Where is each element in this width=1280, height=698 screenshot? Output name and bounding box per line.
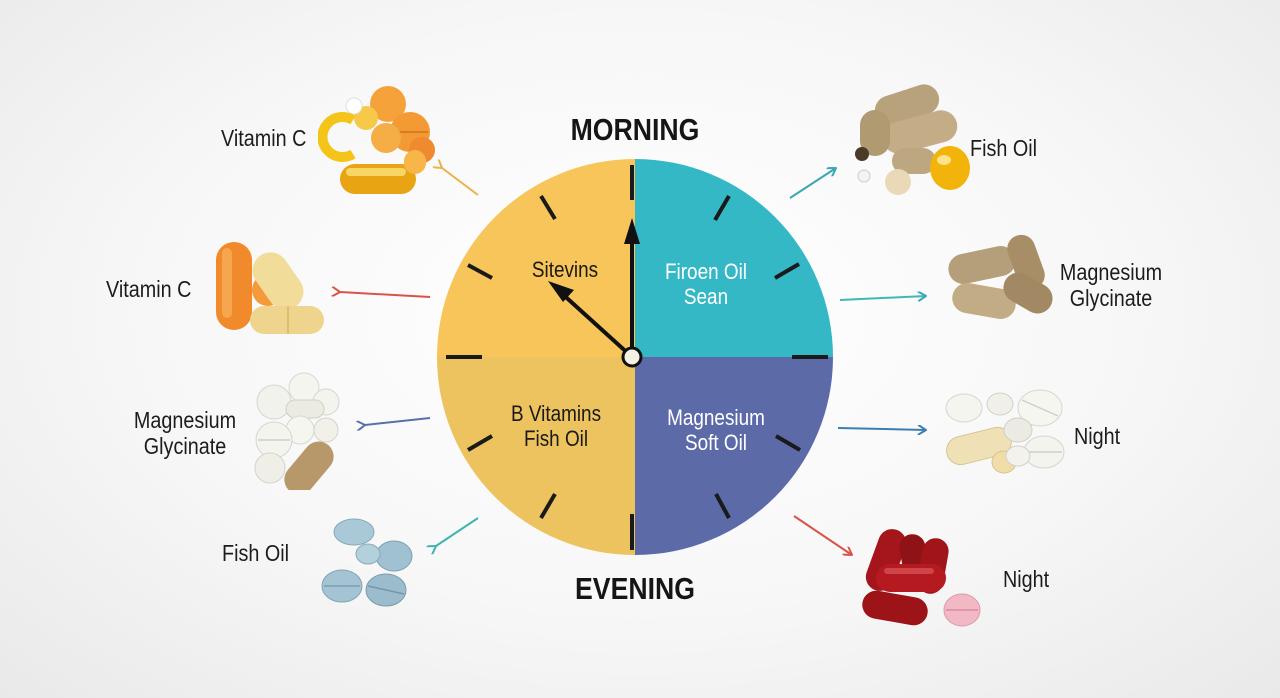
quadrant-bottom-left-label: B Vitamins Fish Oil <box>510 401 602 451</box>
left-item-3-label: Magnesium Glycinate <box>129 407 241 460</box>
left-item-3-line-2: Glycinate <box>143 432 227 459</box>
left-item-1-label: Vitamin C <box>221 125 307 151</box>
clock-hands <box>548 218 643 368</box>
quadrant-bottom-right <box>635 357 833 555</box>
right-item-2-line-1: Magnesium <box>1059 259 1163 285</box>
quadrant-top-left-label: Sitevins <box>531 257 599 282</box>
quadrant-top-right-label: Firoen Oil Sean <box>664 259 748 309</box>
clock-ticks <box>446 165 828 550</box>
left-item-3-line-1: Magnesium <box>133 407 237 433</box>
arrow-right-3 <box>837 428 926 430</box>
white-tablets-icon <box>254 372 340 490</box>
quadrant-bottom-right-line-2: Soft Oil <box>684 429 748 455</box>
left-item-2-label: Vitamin C <box>106 276 192 302</box>
morning-label: MORNING <box>570 112 700 147</box>
right-item-1-label: Fish Oil <box>970 135 1038 161</box>
brown-capsules-icon <box>948 234 1053 319</box>
quadrant-bottom-right-line-1: Magnesium <box>667 405 765 430</box>
arrow-left-2 <box>340 292 431 298</box>
arrow-right-2 <box>839 296 926 300</box>
arrow-left-3 <box>365 417 431 425</box>
arrow-left-1 <box>442 168 479 196</box>
evening-label: EVENING <box>575 571 695 606</box>
arrow-right-4 <box>793 515 852 555</box>
clock-face <box>437 159 833 555</box>
quadrant-bottom-left-line-2: Fish Oil <box>523 425 589 451</box>
quadrant-bottom-right-label: Magnesium Soft Oil <box>667 405 765 455</box>
right-item-4-label: Night <box>1003 566 1050 592</box>
quadrant-bottom-left-line-1: B Vitamins <box>510 401 602 426</box>
orange-capsules-icon <box>216 242 324 334</box>
left-item-4-label: Fish Oil <box>222 540 290 566</box>
fish-oil-capsules-icon <box>855 84 970 195</box>
blue-tablets-icon <box>321 518 413 607</box>
arrow-left-4 <box>436 517 479 546</box>
arrow-right-1 <box>789 168 836 199</box>
right-item-3-label: Night <box>1074 423 1121 449</box>
right-item-2-line-2: Glycinate <box>1069 284 1153 311</box>
white-pills-icon <box>945 389 1065 474</box>
right-item-2-label: Magnesium Glycinate <box>1055 259 1167 312</box>
citrus-capsules-icon <box>318 86 435 194</box>
quadrant-top-right-line-2: Sean <box>683 283 729 309</box>
red-softgels-icon <box>862 529 981 627</box>
quadrant-top-right-line-1: Firoen Oil <box>664 259 748 284</box>
